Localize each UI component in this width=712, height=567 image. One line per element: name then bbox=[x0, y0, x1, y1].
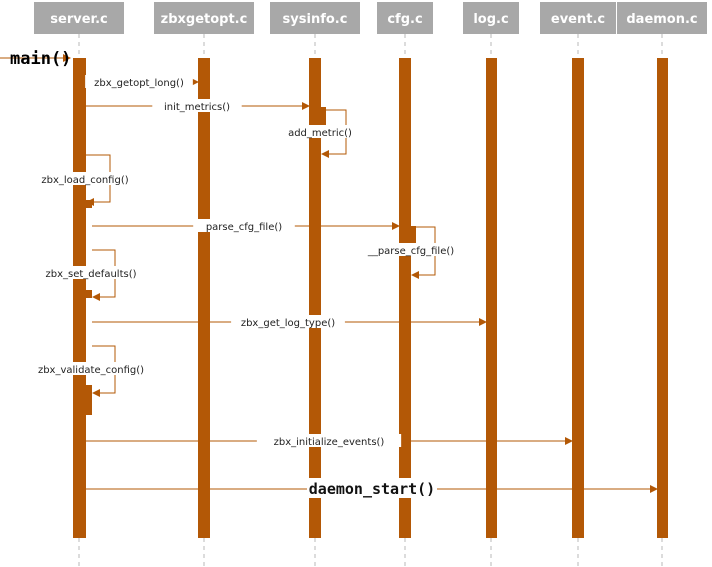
header-label-server: server.c bbox=[50, 12, 107, 27]
message-label-bg-zbx-validate-config bbox=[24, 362, 158, 375]
header-box-log bbox=[463, 2, 519, 34]
message-label-bg-add-metric bbox=[281, 125, 359, 138]
message-label-daemon-start: daemon_start() bbox=[309, 480, 435, 498]
activation-bar-server-validate bbox=[86, 385, 92, 415]
message-label-zbx-validate-config: zbx_validate_config() bbox=[38, 365, 144, 376]
header-label-cfg: cfg.c bbox=[387, 12, 422, 27]
activation-bar-sysinfo bbox=[309, 58, 321, 538]
activation-bar-server-defaults bbox=[86, 290, 92, 298]
activation-bar-cfg-nested bbox=[411, 226, 416, 256]
header-label-daemon: daemon.c bbox=[626, 12, 697, 27]
header-box-server bbox=[34, 2, 124, 34]
message-label-zbx-load-config: zbx_load_config() bbox=[41, 175, 128, 186]
message-label-bg-daemon-start bbox=[307, 478, 437, 498]
message-label-add-metric: add_metric() bbox=[288, 128, 352, 139]
header-label-event: event.c bbox=[551, 12, 605, 27]
message-label-zbx-initialize-events: zbx_initialize_events() bbox=[274, 437, 385, 448]
message-label-init-metrics: init_metrics() bbox=[164, 102, 230, 113]
activation-bar-event bbox=[572, 58, 584, 538]
message-label-parse-cfg-file: parse_cfg_file() bbox=[206, 222, 282, 233]
header-box-event bbox=[540, 2, 616, 34]
message-label-bg-zbx-load-config bbox=[31, 172, 139, 185]
entry-call-label: main() bbox=[10, 49, 71, 69]
activation-bar-sysinfo-nested bbox=[321, 107, 326, 129]
activation-bar-server-load bbox=[86, 200, 92, 208]
message-label-bg-zbx-initialize-events bbox=[256, 434, 402, 447]
header-label-sysinfo: sysinfo.c bbox=[283, 12, 348, 27]
message-label-parse-cfg-file: __parse_cfg_file() bbox=[367, 246, 454, 257]
message-label-bg-zbx-getopt-long bbox=[85, 75, 193, 88]
header-label-log: log.c bbox=[473, 12, 508, 27]
activation-bar-daemon bbox=[657, 58, 668, 538]
message-label-zbx-set-defaults: zbx_set_defaults() bbox=[46, 269, 137, 280]
activation-bar-log bbox=[486, 58, 497, 538]
header-box-daemon bbox=[617, 2, 707, 34]
header-label-zbxgetopt: zbxgetopt.c bbox=[161, 12, 248, 27]
message-label-bg-parse-cfg-file bbox=[193, 219, 295, 232]
activation-bar-cfg bbox=[399, 58, 411, 538]
header-box-zbxgetopt bbox=[154, 2, 254, 34]
message-label-bg-parse-cfg-file bbox=[354, 243, 468, 256]
message-label-bg-init-metrics bbox=[152, 99, 242, 112]
activation-bar-server bbox=[73, 58, 86, 538]
message-label-zbx-getopt-long: zbx_getopt_long() bbox=[94, 78, 184, 89]
message-label-zbx-get-log-type: zbx_get_log_type() bbox=[241, 318, 335, 329]
message-label-bg-zbx-get-log-type bbox=[231, 315, 345, 328]
header-box-cfg bbox=[377, 2, 433, 34]
header-box-sysinfo bbox=[270, 2, 360, 34]
message-label-bg-zbx-set-defaults bbox=[34, 266, 148, 279]
activation-bar-zbxgetopt bbox=[198, 58, 210, 538]
